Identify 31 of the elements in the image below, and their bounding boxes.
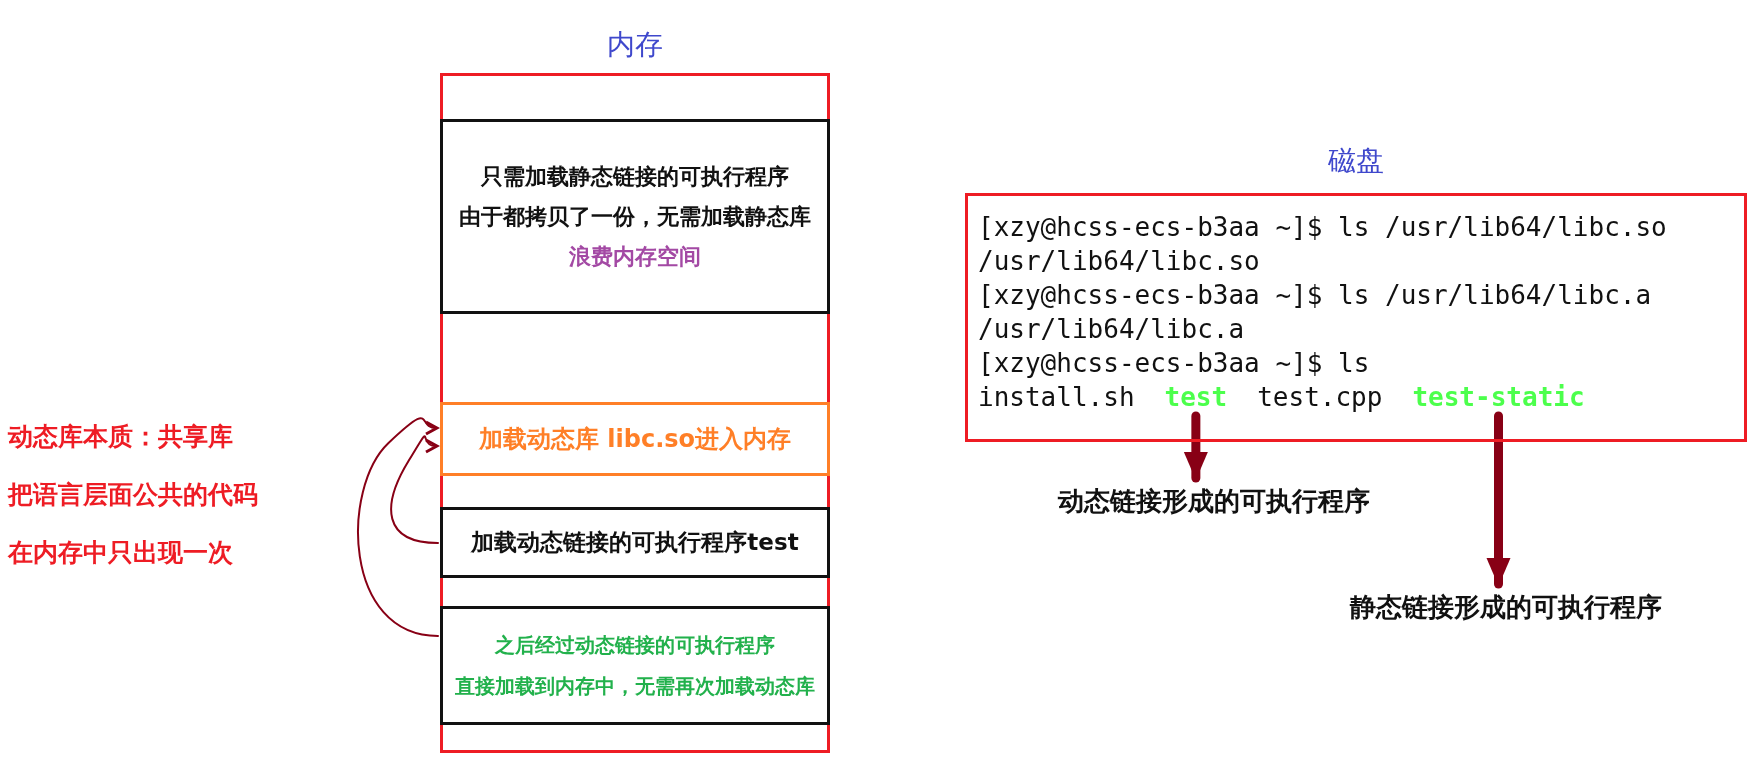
note-text: 动态库本质：共享库 bbox=[8, 421, 233, 453]
block-text: 加载动态链接的可执行程序test bbox=[471, 528, 799, 557]
note-text: 把语言层面公共的代码 bbox=[8, 479, 258, 511]
arrow bbox=[357, 417, 439, 637]
file-name: test bbox=[1164, 380, 1228, 414]
block-text: 浪费内存空间 bbox=[569, 242, 701, 271]
column-title: 内存 bbox=[606, 27, 664, 63]
terminal-line: /usr/lib64/libc.a bbox=[978, 313, 1245, 346]
block-text: 由于都拷贝了一份，无需加载静态库 bbox=[459, 202, 811, 231]
terminal-line: [xzy@hcss-ecs-b3aa ~]$ ls /usr/lib64/libc.a bbox=[978, 279, 1652, 312]
memory-block bbox=[440, 507, 830, 578]
terminal-line: [xzy@hcss-ecs-b3aa ~]$ ls bbox=[978, 347, 1370, 380]
arrow bbox=[1183, 411, 1208, 483]
caption-text: 动态链接形成的可执行程序 bbox=[1058, 484, 1370, 519]
block-text: 之后经过动态链接的可执行程序 bbox=[495, 631, 775, 659]
memory-block bbox=[440, 119, 830, 314]
terminal-line: [xzy@hcss-ecs-b3aa ~]$ ls /usr/lib64/libc.so bbox=[978, 211, 1667, 244]
arrow bbox=[1486, 411, 1511, 589]
file-name: test-static bbox=[1412, 380, 1585, 414]
caption-text: 静态链接形成的可执行程序 bbox=[1350, 590, 1662, 625]
panel-title: 磁盘 bbox=[1327, 144, 1385, 178]
file-name: test.cpp bbox=[1257, 380, 1383, 414]
block-text: 加载动态库 libc.so进入内存 bbox=[478, 424, 792, 455]
file-name: install.sh bbox=[978, 380, 1135, 414]
block-text: 只需加载静态链接的可执行程序 bbox=[481, 162, 789, 191]
note-text: 在内存中只出现一次 bbox=[8, 537, 233, 569]
memory-block bbox=[440, 402, 830, 476]
block-text: 直接加载到内存中，无需再次加载动态库 bbox=[455, 672, 815, 700]
memory-block bbox=[440, 606, 830, 725]
arrow bbox=[390, 435, 439, 544]
terminal-line: /usr/lib64/libc.so bbox=[978, 245, 1260, 278]
